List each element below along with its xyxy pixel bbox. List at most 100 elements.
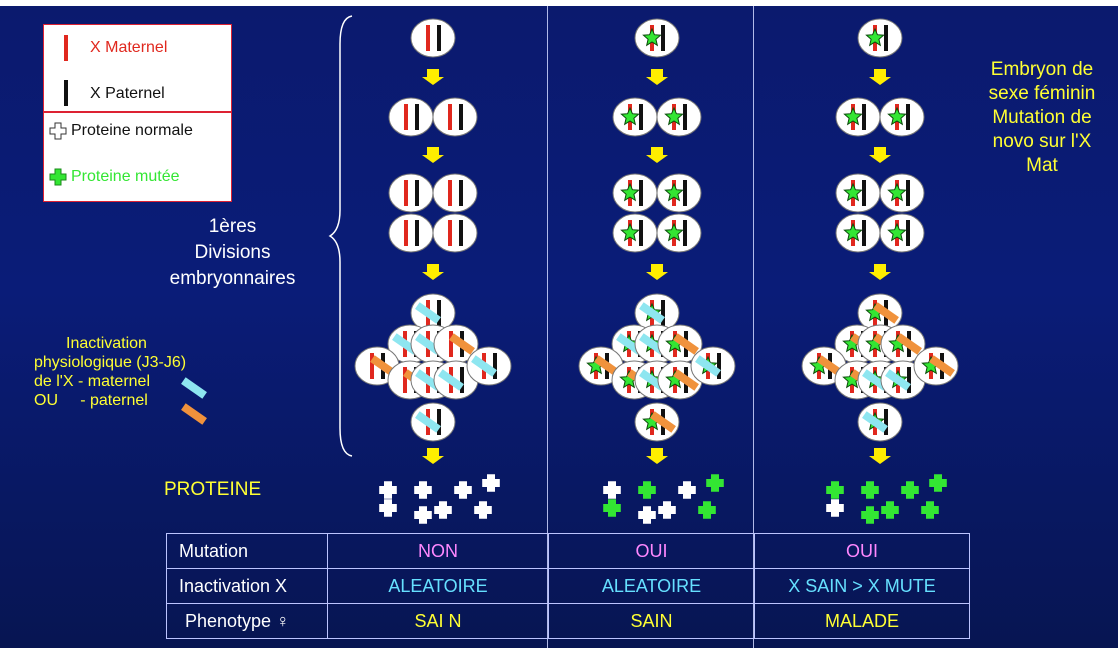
inactive-paternal-bar (873, 302, 899, 324)
inactive-maternal-bar (885, 369, 911, 391)
mutation-star-icon (887, 182, 907, 202)
paternal-x-chromosome (862, 180, 866, 206)
cell (656, 173, 702, 213)
legend-mutant-protein-label: Proteine mutée (71, 168, 180, 185)
cell-body (410, 18, 456, 58)
table-cell: SAI N (327, 603, 549, 639)
normal-protein-icon (474, 501, 492, 519)
inactive-maternal-bar (695, 355, 721, 377)
legend-separator (44, 111, 231, 113)
mutant-protein-icon (603, 499, 621, 517)
cell (913, 346, 959, 386)
inactive-paternal-bar (929, 355, 955, 377)
inactivation-label: Inactivation physiologique (J3-J6) de l'… (34, 334, 224, 410)
inactive-maternal-bar (438, 369, 464, 391)
paternal-x-chromosome (683, 104, 687, 130)
paternal-x-chromosome (884, 25, 888, 51)
divisions-line: Divisions (194, 242, 271, 263)
paternal-x-chromosome (661, 300, 665, 326)
mutation-star-icon (843, 222, 863, 242)
mutation-star-icon (664, 222, 684, 242)
maternal-x-chromosome (449, 331, 453, 357)
inactive-paternal-bar (673, 369, 699, 391)
mutant-protein-icon (826, 481, 844, 499)
inactive-paternal-bar (449, 333, 475, 355)
cell (410, 402, 456, 442)
cell (354, 346, 400, 386)
inactivation-line: Inactivation (66, 335, 147, 352)
title-line: Embryon de (990, 59, 1094, 80)
mutation-star-icon (664, 106, 684, 126)
cell (612, 97, 658, 137)
paternal-x-chromosome (683, 180, 687, 206)
normal-protein-icon (434, 501, 452, 519)
division-arrow-icon (646, 147, 668, 163)
row-label: Phenotype ♀ (166, 603, 328, 639)
inactive-maternal-bar (862, 411, 888, 433)
legend-maternal-label: X Maternel (90, 39, 168, 56)
normal-protein-icon (678, 481, 696, 499)
cell (835, 173, 881, 213)
maternal-x-chromosome (448, 220, 452, 246)
cell (432, 213, 478, 253)
table-cell: X SAIN > X MUTE (754, 568, 970, 604)
cell-body (388, 173, 434, 213)
division-arrow-icon (646, 69, 668, 85)
cell (857, 402, 903, 442)
normal-protein-icon (414, 506, 432, 524)
mutation-star-icon (887, 106, 907, 126)
mutant-protein-icon (861, 506, 879, 524)
division-arrow-icon (646, 448, 668, 464)
inactive-paternal-bar (594, 355, 620, 377)
row-label: Inactivation X (166, 568, 328, 604)
normal-protein-icon (379, 499, 397, 517)
division-arrow-icon (422, 264, 444, 280)
paternal-x-chromosome (862, 220, 866, 246)
inactive-paternal-bar (896, 333, 922, 355)
division-arrow-icon (422, 147, 444, 163)
column-divider (753, 6, 754, 648)
inactive-maternal-bar (415, 411, 441, 433)
normal-protein-icon (658, 501, 676, 519)
paternal-x-chromosome (906, 180, 910, 206)
results-table: Mutation NON OUI OUI Inactivation X ALEA… (166, 533, 970, 639)
cell (690, 346, 736, 386)
cell (433, 324, 479, 364)
row-label: Mutation (166, 533, 328, 569)
legend-paternal-label: X Paternel (90, 85, 165, 102)
inactive-paternal-bar (181, 403, 207, 425)
mutant-protein-icon (706, 474, 724, 492)
paternal-x-chromosome (906, 104, 910, 130)
cell (634, 402, 680, 442)
division-arrow-icon (869, 69, 891, 85)
table-cell: ALEATOIRE (548, 568, 755, 604)
table-cell: ALEATOIRE (327, 568, 549, 604)
cell-body (432, 97, 478, 137)
normal-protein-icon (49, 122, 67, 140)
cell-body (432, 173, 478, 213)
cell (656, 213, 702, 253)
cell (388, 97, 434, 137)
paternal-x-chromosome (862, 104, 866, 130)
paternal-x-chromosome (639, 104, 643, 130)
inactive-paternal-bar (817, 355, 843, 377)
cell (657, 324, 703, 364)
title-line: Mutation de (992, 107, 1092, 128)
paternal-x-chromosome (459, 104, 463, 130)
cell (466, 346, 512, 386)
mutant-protein-icon (929, 474, 947, 492)
cell (835, 97, 881, 137)
inactive-paternal-bar (650, 411, 676, 433)
mutation-star-icon (620, 106, 640, 126)
mutation-star-icon (865, 27, 885, 47)
mutation-star-icon (642, 27, 662, 47)
legend: X Maternel X Paternel Proteine normale P… (43, 24, 232, 202)
divisions-label: 1ères Divisions embryonnaires (150, 214, 315, 292)
cell (857, 293, 903, 333)
paternal-x-chromosome (907, 367, 911, 393)
maternal-x-chromosome (404, 104, 408, 130)
cell (634, 293, 680, 333)
cell (410, 293, 456, 333)
cell (879, 213, 925, 253)
mutation-star-icon (620, 222, 640, 242)
